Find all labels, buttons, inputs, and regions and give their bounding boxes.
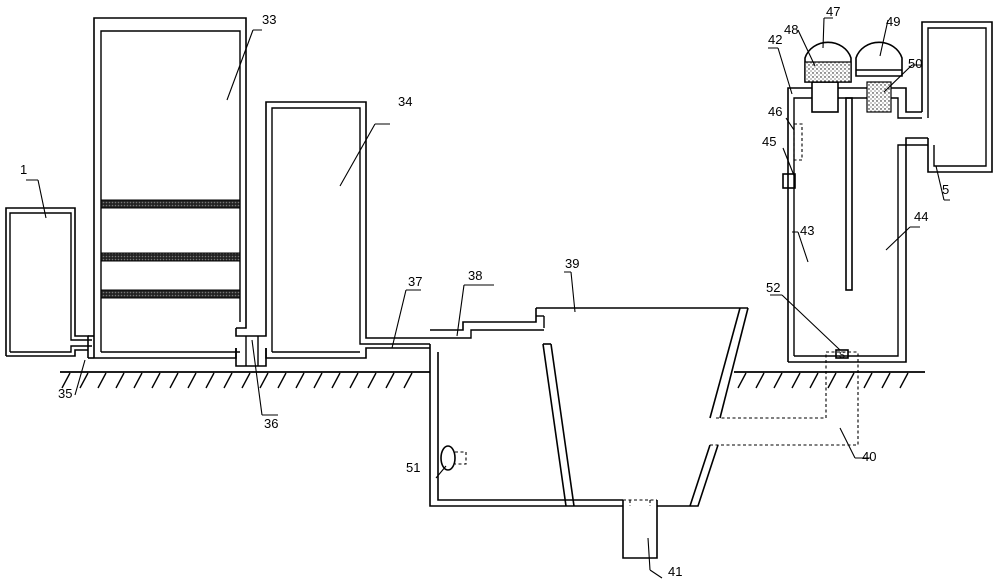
dosing-material-48: [804, 61, 852, 83]
filter-layer-2: [100, 252, 241, 262]
svg-text:S: S: [839, 350, 845, 360]
tank-5: [921, 21, 993, 173]
valve-51: [440, 445, 456, 471]
label-48: 48: [784, 22, 798, 37]
ground-hatch-mark: [845, 372, 855, 389]
ground-hatch-mark: [349, 372, 359, 389]
tank-33-filter-column: [93, 17, 247, 359]
label-36: 36: [264, 416, 278, 431]
ground-hatch-mark: [97, 372, 107, 389]
ground-hatch-mark: [791, 372, 801, 389]
label-35: 35: [58, 386, 72, 401]
ground-hatch-mark: [809, 372, 819, 389]
dosing-chamber-50: [866, 81, 892, 113]
ground-hatch-mark: [773, 372, 783, 389]
filter-layer-3: [100, 289, 241, 299]
ground-hatch-mark: [313, 372, 323, 389]
label-43: 43: [800, 223, 814, 238]
label-51: 51: [406, 460, 420, 475]
ground-hatch-mark: [115, 372, 125, 389]
ground-hatch-mark: [367, 372, 377, 389]
ground-hatch-mark: [169, 372, 179, 389]
ground-hatch-mark: [259, 372, 269, 389]
label-45: 45: [762, 134, 776, 149]
tank-34: [265, 101, 430, 359]
ground-hatch-mark: [187, 372, 197, 389]
part-labels: 1 33 34 35 36 37 38 39 40 41 42 43 44 45…: [20, 4, 949, 579]
ground-hatch-mark: [827, 372, 837, 389]
ground-hatch-mark: [79, 372, 89, 389]
tank-1: [5, 207, 92, 358]
label-34: 34: [398, 94, 412, 109]
ground-hatch-mark: [241, 372, 251, 389]
ground-hatch-mark: [403, 372, 413, 389]
label-5: 5: [942, 182, 949, 197]
ground-hatch-mark: [277, 372, 287, 389]
tank-38-39-settling-tank: [429, 307, 749, 559]
dashed-pipe-40: [710, 351, 859, 446]
label-33: 33: [262, 12, 276, 27]
label-39: 39: [565, 256, 579, 271]
ground-hatch-mark: [755, 372, 765, 389]
label-38: 38: [468, 268, 482, 283]
ground-hatch-mark: [385, 372, 395, 389]
ground-hatch-mark: [223, 372, 233, 389]
leader-lines: [26, 17, 950, 579]
ground-hatch-mark: [899, 372, 909, 389]
ground-hatch-mark: [151, 372, 161, 389]
connector-35: [88, 335, 94, 359]
label-41: 41: [668, 564, 682, 579]
element-52: [835, 349, 849, 359]
dosing-domes: [804, 41, 903, 83]
label-46: 46: [768, 104, 782, 119]
ground-hatch-mark: [331, 372, 341, 389]
ground-hatch-mark: [61, 372, 71, 389]
ground-surface: [60, 371, 925, 389]
label-52: 52: [766, 280, 780, 295]
ground-hatch-mark: [295, 372, 305, 389]
tank-43-baffle: [845, 97, 853, 291]
label-42: 42: [768, 32, 782, 47]
label-47: 47: [826, 4, 840, 19]
label-50: 50: [908, 56, 922, 71]
ground-hatch-mark: [205, 372, 215, 389]
tank-43-44: S: [782, 81, 928, 363]
ground-hatch-mark: [737, 372, 747, 389]
label-44: 44: [914, 209, 928, 224]
filter-layer-1: [100, 199, 241, 209]
ground-hatch-mark: [881, 372, 891, 389]
label-1: 1: [20, 162, 27, 177]
label-37: 37: [408, 274, 422, 289]
connector-36: [235, 328, 267, 367]
sensor-45: [782, 173, 796, 189]
sensor-46: [793, 123, 803, 161]
label-49: 49: [886, 14, 900, 29]
ground-hatch-mark: [863, 372, 873, 389]
ground-hatch-mark: [133, 372, 143, 389]
label-40: 40: [862, 449, 876, 464]
